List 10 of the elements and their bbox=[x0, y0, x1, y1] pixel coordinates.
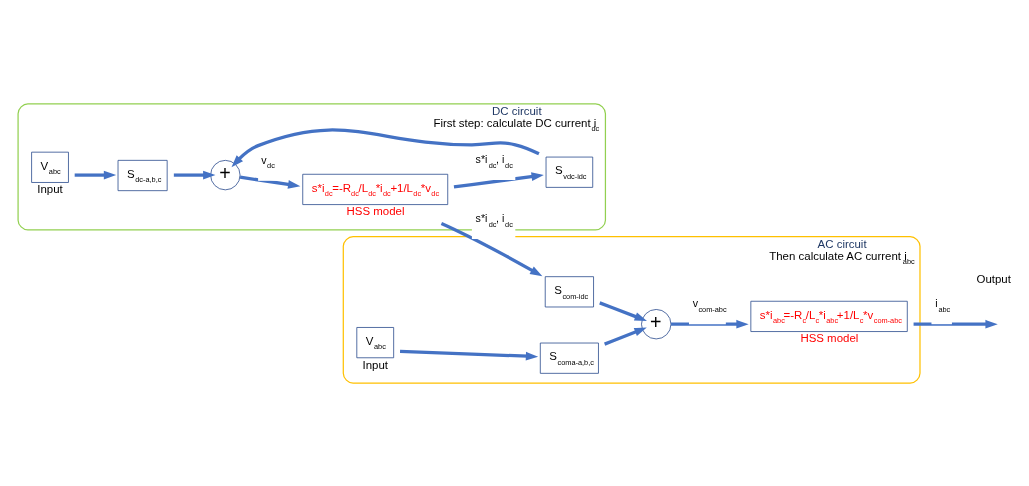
edge-label: v$_{dc}$ bbox=[261, 153, 275, 170]
node-label: Input bbox=[362, 358, 389, 371]
label: Output bbox=[976, 272, 1011, 285]
node-label: HSS model bbox=[346, 204, 405, 217]
edge-label: s*i$_{dc}$, i$_{dc}$ bbox=[475, 152, 513, 170]
node-label: Input bbox=[37, 182, 63, 195]
node-label: HSS model bbox=[800, 331, 859, 344]
edge-label: s*i$_{dc}$, i$_{dc}$ bbox=[475, 211, 513, 229]
edge-label: v$_{com-abc}$ bbox=[692, 296, 727, 314]
edge-label: i$_{abc}$ bbox=[935, 296, 951, 314]
